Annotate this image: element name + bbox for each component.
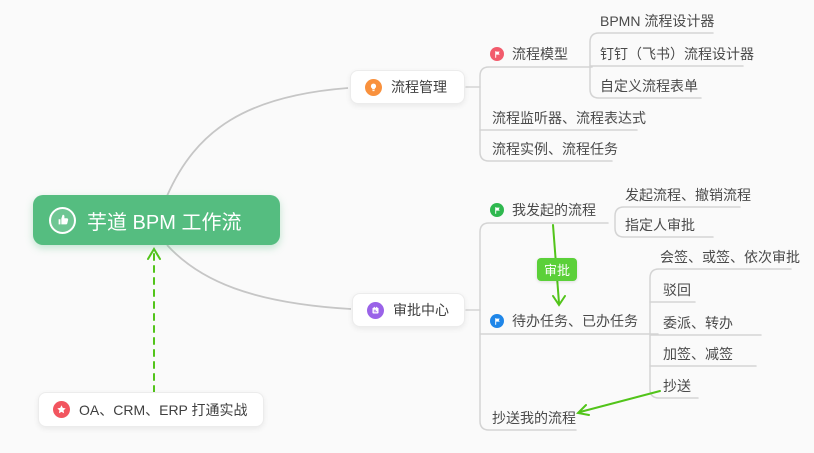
edge-label-approve[interactable]: 审批 xyxy=(537,258,577,281)
leaf-bpmn-designer[interactable]: BPMN 流程设计器 xyxy=(600,13,715,29)
thumbs-up-icon xyxy=(49,206,76,234)
leaf-custom-form[interactable]: 自定义流程表单 xyxy=(600,78,698,94)
trunk-process-mgmt xyxy=(479,66,613,162)
dashed-arrowhead xyxy=(147,247,161,260)
subnode-label: 我发起的流程 xyxy=(512,202,596,218)
curve-root-to-process-mgmt xyxy=(166,87,349,197)
note-node[interactable]: OA、CRM、ERP 打通实战 xyxy=(38,392,264,427)
branch-label: 审批中心 xyxy=(393,302,449,318)
leaf-cc-my-flows[interactable]: 抄送我的流程 xyxy=(492,410,576,426)
leaf-delegate-transfer[interactable]: 委派、转办 xyxy=(663,315,733,331)
arrow-cc-to-my-cc-flow xyxy=(575,390,661,416)
leaf-addsign-subsign[interactable]: 加签、减签 xyxy=(663,346,733,362)
leaf-instance-task[interactable]: 流程实例、流程任务 xyxy=(492,141,618,157)
lightbulb-icon xyxy=(365,78,382,96)
leaf-listener-expression[interactable]: 流程监听器、流程表达式 xyxy=(492,110,646,126)
branch-process-mgmt[interactable]: 流程管理 xyxy=(350,70,465,104)
leaf-countersign[interactable]: 会签、或签、依次审批 xyxy=(660,249,800,265)
subnode-process-model[interactable]: 流程模型 xyxy=(490,44,568,64)
leaf-dingtalk-designer[interactable]: 钉钉（飞书）流程设计器 xyxy=(600,46,754,62)
leaf-initiate-cancel[interactable]: 发起流程、撤销流程 xyxy=(625,187,751,203)
leaf-reject[interactable]: 驳回 xyxy=(663,282,691,298)
subnode-my-initiated[interactable]: 我发起的流程 xyxy=(490,200,596,220)
calendar-icon xyxy=(367,301,384,319)
trunk-todo-tasks xyxy=(649,268,792,399)
star-icon xyxy=(53,401,70,418)
note-label: OA、CRM、ERP 打通实战 xyxy=(79,401,248,418)
trunk-approval-center xyxy=(479,222,609,431)
root-label: 芋道 BPM 工作流 xyxy=(87,211,242,234)
flag-icon xyxy=(490,314,504,328)
subnode-label: 待办任务、已办任务 xyxy=(512,313,638,329)
trunk-my-initiated xyxy=(614,206,741,238)
curve-root-to-approval-center xyxy=(166,244,352,310)
leaf-assignee-approve[interactable]: 指定人审批 xyxy=(625,217,695,233)
flag-icon xyxy=(490,203,504,217)
subnode-todo-done-tasks[interactable]: 待办任务、已办任务 xyxy=(490,311,638,331)
branch-approval-center[interactable]: 审批中心 xyxy=(352,293,465,327)
flag-icon xyxy=(490,47,504,61)
subnode-label: 流程模型 xyxy=(512,46,568,62)
branch-label: 流程管理 xyxy=(391,79,447,95)
leaf-cc[interactable]: 抄送 xyxy=(663,378,691,394)
root-node[interactable]: 芋道 BPM 工作流 xyxy=(33,195,280,245)
